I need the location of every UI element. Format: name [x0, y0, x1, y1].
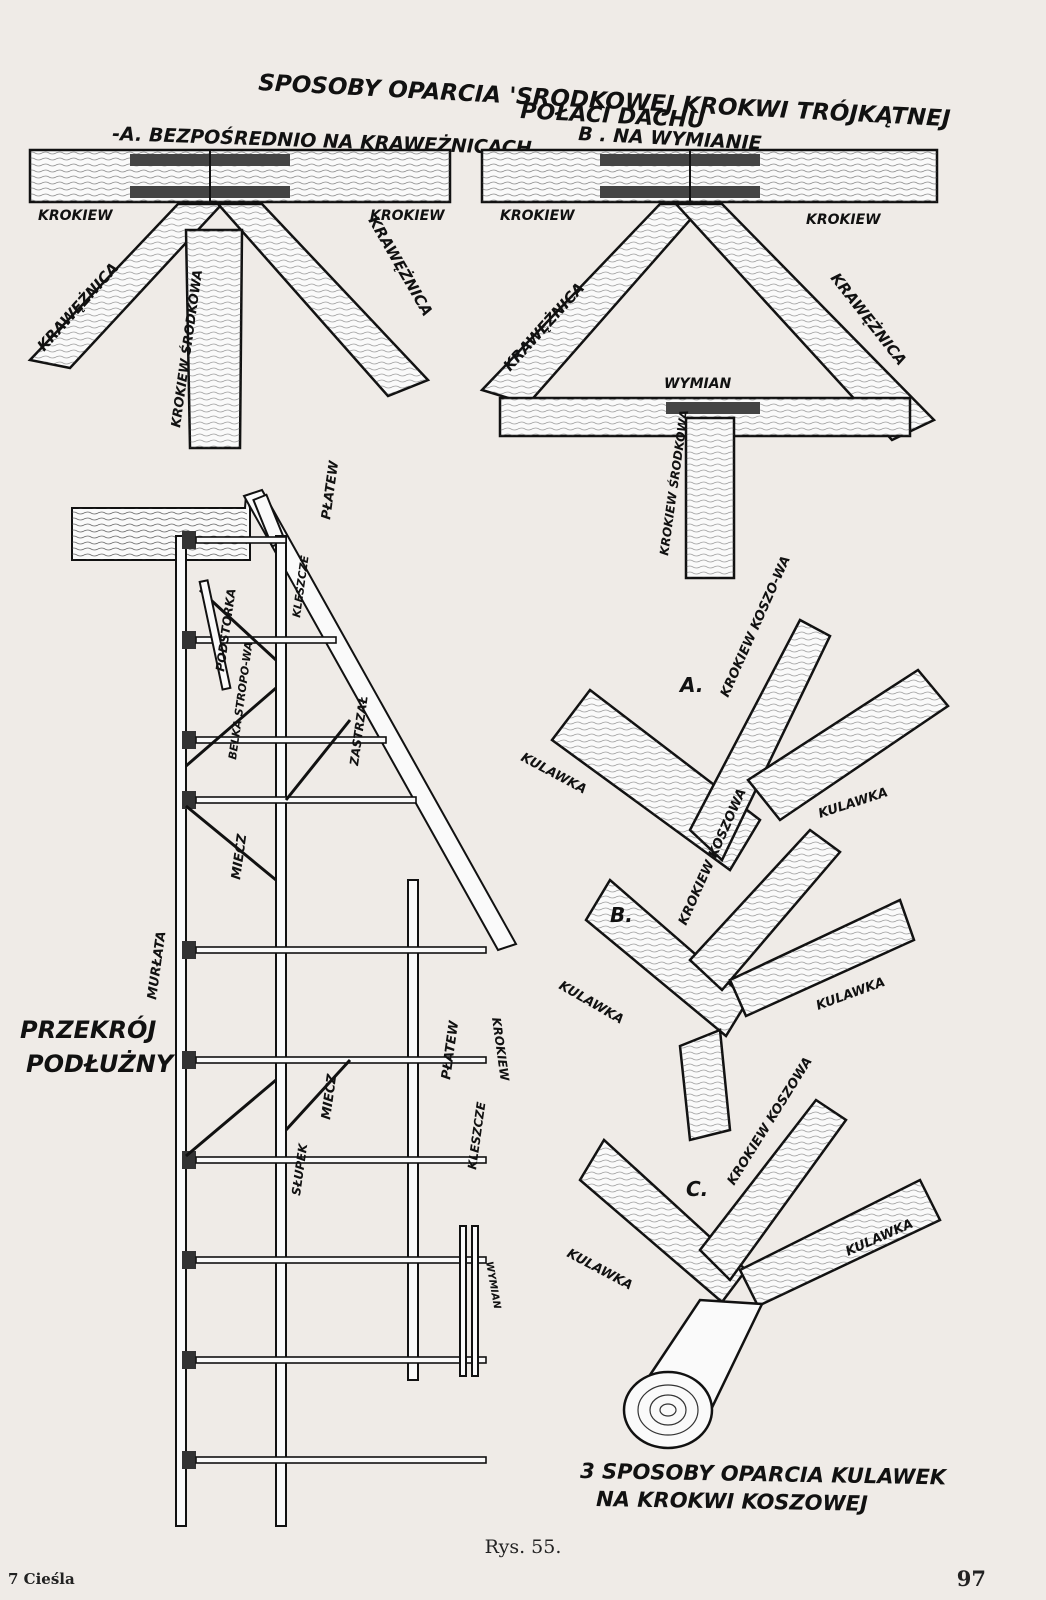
section-joist-end: [182, 941, 196, 959]
section-joist-end: [182, 1051, 196, 1069]
kulawka-detail-c: C. KROKIEW KOSZOWA KULAWKA KULAWKA: [564, 1055, 942, 1450]
section-joist: [195, 636, 337, 644]
section-title-line1: PRZEKRÓJ: [20, 1014, 156, 1044]
footer-left: 7 Cieśla: [8, 1570, 75, 1588]
section-joist: [195, 946, 487, 954]
detail-b-hatch-lower: [600, 186, 760, 198]
section-title-line2: PODŁUŻNY: [26, 1049, 176, 1078]
kulawka-c-letter: C.: [686, 1177, 708, 1201]
section-post-right: [275, 535, 287, 1527]
kulawka-b-letter: B.: [610, 903, 633, 927]
section-label-miecz-top: MIECZ: [229, 833, 250, 881]
section-label-krokiew: KROKIEW: [489, 1016, 512, 1082]
kulawki-title-line1: 3 SPOSOBY OPARCIA KULAWEK: [580, 1459, 948, 1489]
section-joist-end: [182, 1251, 196, 1269]
kulawka-c-left: KULAWKA: [564, 1246, 635, 1293]
section-joist: [195, 1156, 487, 1164]
longitudinal-section: PŁATEW KLESZCZE PODSTORKA BELKA STROPO-W…: [20, 459, 518, 1527]
section-joist-end: [182, 531, 196, 549]
section-joist: [195, 736, 387, 744]
detail-b: B . NA WYMIANIE KROKIEW KROKIEW WYMIAN K…: [479, 123, 939, 580]
section-joist-end: [182, 1351, 196, 1369]
section-joist: [195, 1256, 487, 1264]
detail-a-kraweznica-right: KRAWĘŻNICA: [365, 213, 438, 320]
section-joist-end: [182, 791, 196, 809]
section-joist: [195, 1456, 487, 1464]
figure-caption: Rys. 55.: [484, 1536, 562, 1558]
detail-b-krokiew-left: KROKIEW: [500, 208, 575, 224]
section-joist-end: [182, 1451, 196, 1469]
detail-a-krokiew-left: KROKIEW: [38, 208, 113, 224]
detail-b-wymian-hatch: [666, 402, 760, 414]
section-post-left: [175, 535, 187, 1527]
page-number: 97: [956, 1566, 986, 1591]
kulawka-b-left: KULAWKA: [556, 978, 626, 1027]
detail-a: -A. BEZPOŚREDNIO NA KRAWĘŻNICACH KROKIEW…: [27, 121, 532, 450]
section-joist: [195, 536, 287, 544]
kulawka-a-letter: A.: [678, 673, 703, 697]
section-label-platew-low: PŁATEW: [439, 1019, 462, 1080]
section-label-miecz-low: MIECZ: [319, 1073, 340, 1121]
section-label-slupek: SŁUPEK: [289, 1141, 310, 1196]
kulawki-title-line2: NA KROKWI KOSZOWEJ: [596, 1487, 868, 1516]
detail-b-wymian-label: WYMIAN: [664, 376, 732, 392]
detail-a-krokiew-right: KROKIEW: [370, 208, 445, 224]
detail-b-krokiew-right: KROKIEW: [806, 212, 881, 228]
detail-b-hatch-upper: [600, 154, 760, 166]
section-joist-end: [182, 731, 196, 749]
section-joist: [195, 796, 417, 804]
section-label-wymian: WYMIAN: [483, 1261, 502, 1311]
section-joist: [195, 1356, 487, 1364]
kulawka-c-log-end: [622, 1370, 714, 1450]
section-joist: [195, 1056, 487, 1064]
section-joist-end: [182, 1151, 196, 1169]
section-label-platew-top: PŁATEW: [319, 459, 342, 520]
section-label-murlata: MURŁATA: [145, 930, 169, 1000]
section-post-far-right: [407, 879, 419, 1381]
kulawka-a-right: KULAWKA: [817, 785, 890, 822]
diagram-canvas: SPOSOBY OPARCIA 'SRODKOWEJ KROKWI TRÓJKĄ…: [20, 68, 952, 1527]
section-joist-end: [182, 631, 196, 649]
section-label-zastrzal: ZASTRZAŁ: [347, 695, 371, 767]
